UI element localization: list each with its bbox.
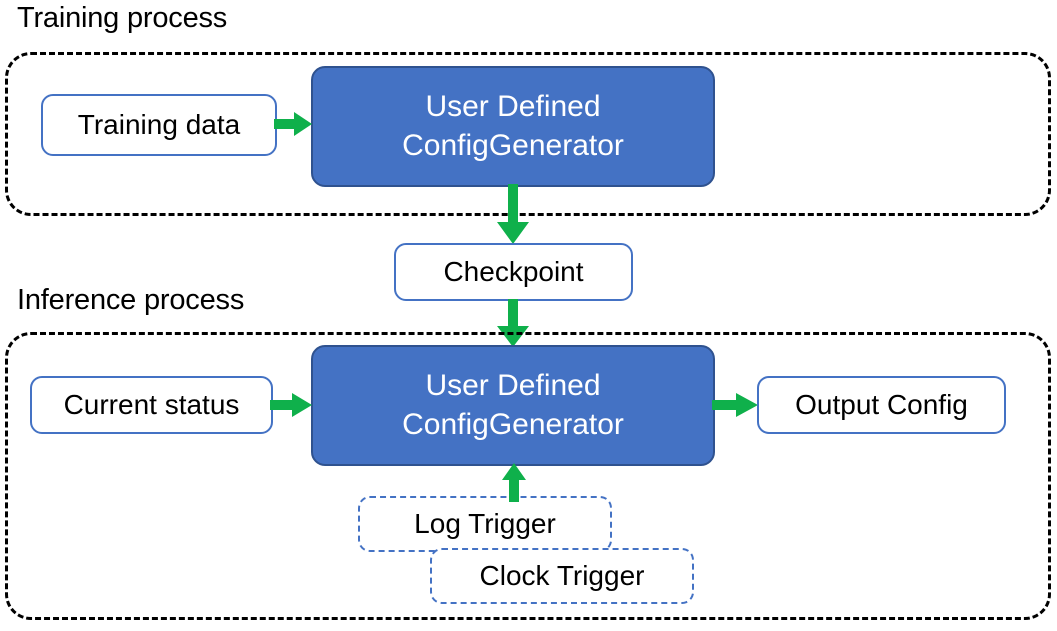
node-output-config[interactable]: Output Config [757,376,1006,434]
arrow-generator-to-output-config [712,390,760,420]
arrow-training-data-to-generator [274,109,314,139]
node-training-config-generator-line1: User Defined [425,90,601,124]
node-output-config-label: Output Config [795,388,968,420]
arrow-triggers-to-generator [501,462,527,502]
node-log-trigger-label: Log Trigger [414,507,556,539]
node-current-status-label: Current status [63,388,240,420]
training-process-title: Training process [17,2,228,34]
node-clock-trigger[interactable]: Clock Trigger [430,548,694,604]
node-checkpoint[interactable]: Checkpoint [394,243,633,301]
node-clock-trigger-label: Clock Trigger [479,559,645,591]
node-inference-config-generator-line2: ConfigGenerator [402,407,624,441]
node-current-status[interactable]: Current status [30,376,273,434]
node-training-data-label: Training data [77,108,241,140]
training-process-container [5,52,1051,216]
node-training-config-generator-line2: ConfigGenerator [402,128,624,162]
inference-process-container [5,332,1051,620]
node-training-data[interactable]: Training data [41,94,277,156]
arrow-checkpoint-to-generator [495,299,531,349]
node-inference-config-generator[interactable]: User Defined ConfigGenerator [311,345,715,466]
arrow-current-status-to-generator [270,390,314,420]
node-training-config-generator[interactable]: User Defined ConfigGenerator [311,66,715,187]
node-inference-config-generator-line1: User Defined [425,369,601,403]
arrow-generator-to-checkpoint [495,184,531,246]
node-log-trigger[interactable]: Log Trigger [358,496,612,552]
node-checkpoint-label: Checkpoint [443,255,584,287]
inference-process-title: Inference process [17,284,245,316]
